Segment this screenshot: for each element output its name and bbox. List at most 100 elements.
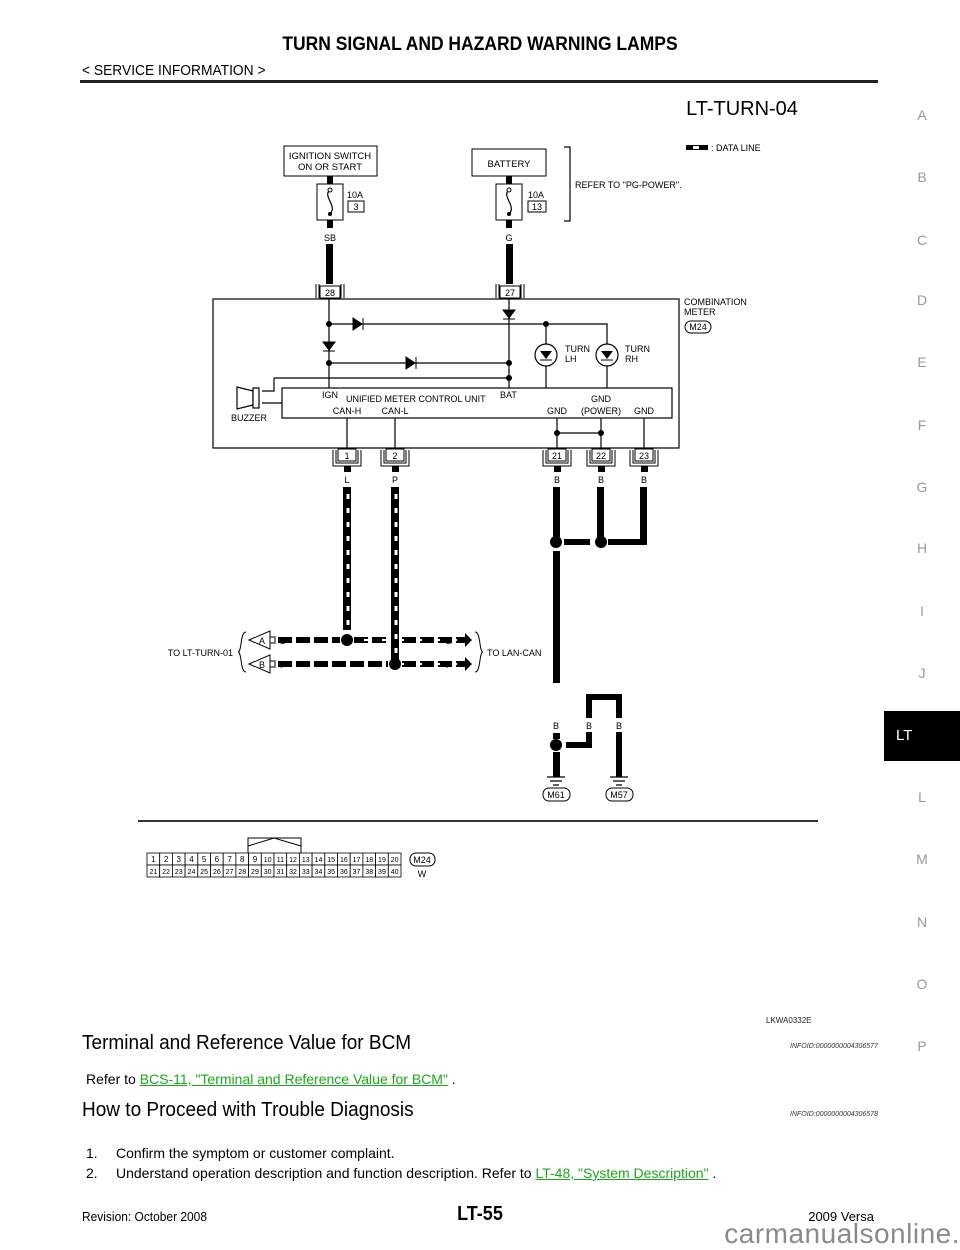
ground-wire-b-1: B [553,721,559,731]
unit-gnd-power-label-1: GND [591,394,612,404]
connector-2: 2 [380,448,410,467]
connector-1: 1 [332,448,362,467]
tab-i[interactable]: I [920,603,924,619]
refer-paragraph: Refer to BCS-11, "Terminal and Reference… [86,1071,456,1087]
tab-f[interactable]: F [917,417,927,433]
connector-pin-label: 23 [175,869,183,876]
connector-pin-label: 19 [378,857,386,864]
connector-pin-label: 14 [315,857,323,864]
link-lt-48[interactable]: LT-48, "System Description" [535,1165,709,1181]
connector-b-label: B [259,660,265,670]
wire-color-g: G [505,233,512,243]
refer-power-label: REFER TO "PG-POWER". [575,180,682,190]
tab-n[interactable]: N [916,914,928,930]
component-label-1: COMBINATION [684,297,747,307]
connector-pin-label: 4 [189,855,194,864]
header-divider [80,80,878,83]
ignition-label-2: ON OR START [298,162,362,173]
turn-lh-label-1: TURN [565,344,590,354]
unit-canl-label: CAN-L [381,406,408,416]
tab-e[interactable]: E [917,354,927,370]
connector-face-id: M24 [413,855,431,865]
turn-rh-lamp-icon [595,343,619,367]
connector-pin-label: 9 [253,855,258,864]
power-bracket [564,146,571,222]
connector-pin-label: 16 [340,857,348,864]
wire-color-l: L [344,475,349,485]
connector-pin-label: 8 [240,855,245,864]
lower-ground-wires [550,694,622,777]
connector-27: 27 [495,284,525,299]
ignition-label-1: IGNITION SWITCH [289,151,371,162]
tab-h[interactable]: H [916,540,928,556]
tab-d[interactable]: D [916,292,928,308]
tab-b[interactable]: B [917,169,927,185]
tab-p[interactable]: P [917,1038,927,1054]
connector-pin-label: 31 [276,869,284,876]
section-title-trouble-diagnosis: How to Proceed with Trouble Diagnosis [82,1099,414,1121]
connector-pin-label: 40 [391,869,399,876]
ground-wire-b-2: B [586,721,592,731]
tab-a[interactable]: A [917,107,927,123]
connector-pin-label: 11 [277,857,284,864]
junction-dots [326,321,604,436]
buzzer-icon [236,386,260,410]
tab-lt-active[interactable]: LT [884,711,960,761]
connector-22-label: 22 [596,451,606,461]
component-connector-badge [684,320,712,334]
arrow-right-icon [457,657,472,671]
link-bcs-11[interactable]: BCS-11, "Terminal and Reference Value fo… [139,1071,448,1087]
infoid-trouble-diagnosis: INFOID:0000000004306578 [790,1111,878,1118]
connector-pin-label: 20 [391,857,399,864]
connector-pin-label: 29 [251,869,259,876]
arrow-right-icon [457,633,472,647]
connector-pin-label: 7 [227,855,232,864]
connector-pin-label: 38 [365,869,373,876]
connector-22: 22 [586,448,616,467]
diagram-divider [138,820,818,822]
fuse-ign-icon [316,176,344,228]
ground-m61-badge [542,787,571,802]
diode-icons [322,309,516,370]
tab-l[interactable]: L [918,789,926,805]
connector-pin-label: 2 [164,855,169,864]
tab-g[interactable]: G [916,479,928,495]
connector-23: 23 [629,448,659,467]
line-p-left: P [280,660,286,670]
connector-pin-label: 21 [149,869,157,876]
tab-j[interactable]: J [918,665,926,681]
tab-m[interactable]: M [916,851,928,867]
can-h-data-line [343,487,351,630]
unit-bat-label: BAT [500,390,517,400]
connector-28-label: 28 [325,288,335,298]
unified-meter-control-unit-box [281,387,673,419]
turn-rh-label-2: RH [625,354,638,364]
ignition-switch-box: IGNITION SWITCH ON OR START [283,145,378,177]
ground-wire-b-3: B [616,721,622,731]
ground-symbol-icon [610,776,628,786]
right-brace [474,631,484,673]
wire-color-b-23: B [641,475,647,485]
refer-suffix: . [447,1071,456,1087]
tab-c[interactable]: C [916,232,928,248]
list-number: 1. [86,1145,98,1161]
combination-meter-box [212,298,680,449]
connector-21: 21 [542,448,572,467]
infoid-terminal-reference: INFOID:0000000004306577 [790,1043,878,1050]
fuse-bat-number: 13 [532,202,542,212]
connector-pin-cell [387,864,402,878]
ground-splice-dots [550,536,607,548]
data-line-legend: : DATA LINE [686,143,761,153]
connector-pin-label: 26 [213,869,221,876]
connector-pin-label: 3 [177,855,182,864]
tab-o[interactable]: O [916,976,928,992]
turn-rh-label-1: TURN [625,344,650,354]
connector-1-label: 1 [344,451,349,461]
page-header-title: TURN SIGNAL AND HAZARD WARNING LAMPS [282,34,678,55]
turn-lh-label-2: LH [565,354,577,364]
can-horizontal-lines [278,634,462,670]
ground-symbol-icon [547,776,565,786]
connector-pin-label: 34 [315,869,323,876]
connector-b-icon [247,654,276,674]
can-l-data-line [391,487,399,665]
